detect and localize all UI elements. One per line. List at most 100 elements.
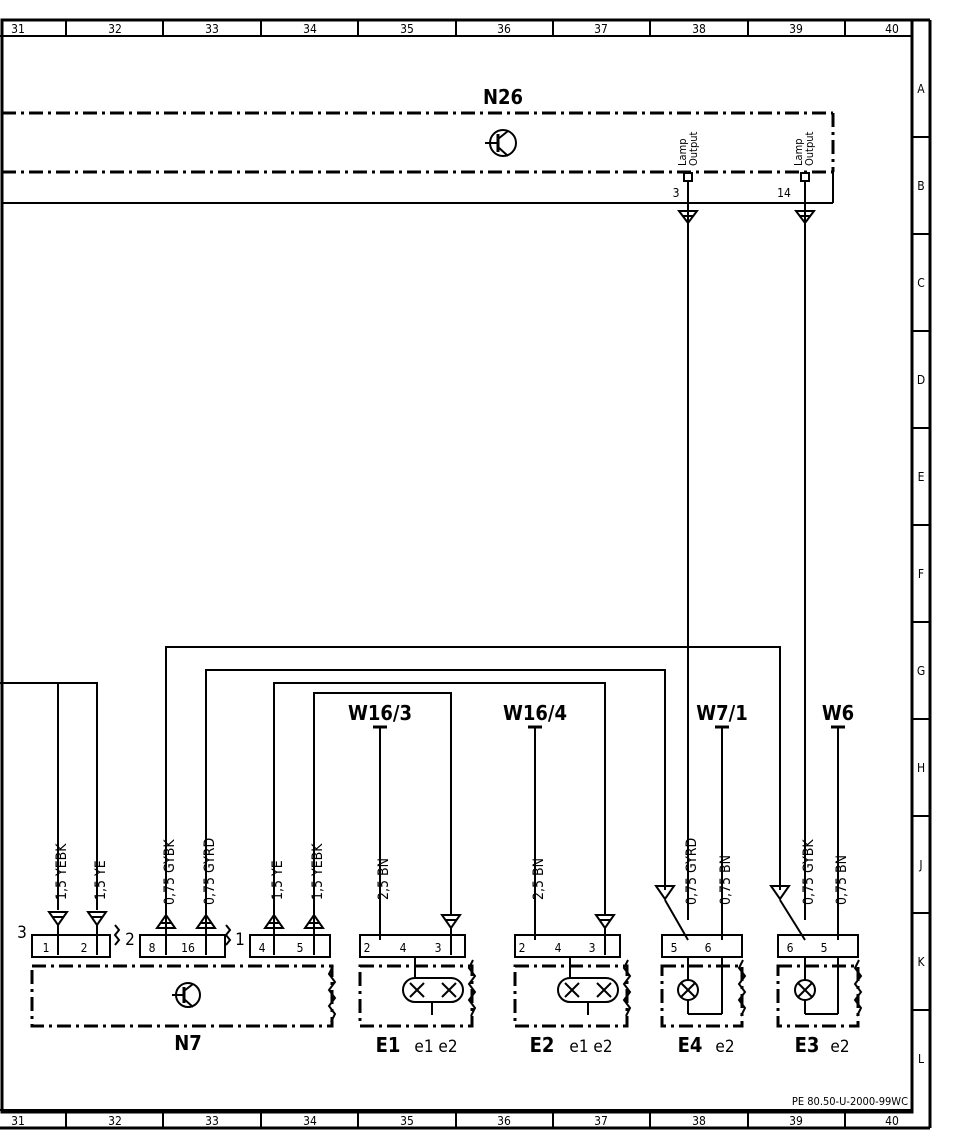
n26-output2-label: Output — [803, 132, 816, 166]
e4-pin: 5 — [671, 941, 678, 955]
wire-label: 0,75 GYBK — [801, 839, 817, 905]
row-label: L — [918, 1052, 924, 1066]
n7-pin: 5 — [297, 941, 304, 955]
document-id: PE 80.50-U-2000-99WC — [792, 1095, 908, 1108]
col-label: 40 — [885, 1114, 899, 1128]
row-label: K — [917, 955, 925, 969]
e1-label: E1 — [376, 1033, 401, 1057]
n7-connector-label: 3 — [17, 923, 27, 943]
n26-label: N26 — [483, 85, 523, 109]
row-label: F — [918, 567, 924, 581]
col-label: 31 — [11, 1114, 25, 1128]
col-label: 34 — [303, 1114, 317, 1128]
e4-lamp: 5 6 E4 e2 — [660, 934, 747, 1057]
e1-headlamp: 2 4 3 E1 e1 e2 — [358, 934, 477, 1057]
wire-labels: 1,5 YEBK 1,5 YE 0,75 GYBK 0,75 GYRD 1,5 … — [54, 838, 850, 905]
n7-module: 3 2 1 1 2 8 16 4 5 N7 — [17, 923, 337, 1055]
wire-label: 0,75 BN — [718, 855, 734, 905]
col-label: 38 — [692, 1114, 706, 1128]
col-label: 38 — [692, 22, 706, 36]
e2-sub: e1 e2 — [569, 1037, 612, 1057]
ground-label: W16/3 — [348, 701, 412, 725]
column-labels-bottom: 31 32 33 34 35 36 37 38 39 40 — [11, 1114, 899, 1128]
e4-label: E4 — [678, 1033, 703, 1057]
n26-pin: 3 — [673, 186, 680, 200]
wire-label: 0,75 BN — [834, 855, 850, 905]
e3-sub: e2 — [830, 1037, 849, 1057]
col-label: 35 — [400, 1114, 414, 1128]
row-label: C — [917, 276, 925, 290]
column-labels-top: 31 32 33 34 35 36 37 38 39 40 — [11, 22, 899, 36]
col-label: 34 — [303, 22, 317, 36]
n26-output1-label: Lamp — [676, 139, 689, 167]
row-dividers — [912, 136, 930, 1011]
n7-connector-label: 2 — [125, 930, 135, 950]
wire-label: 1,5 YE — [93, 860, 109, 900]
e4-sub: e2 — [715, 1037, 734, 1057]
e3-pin: 5 — [821, 941, 828, 955]
n26-output2-label: Lamp — [792, 139, 805, 167]
lamp-icon — [557, 977, 619, 1003]
e3-lamp: 6 5 E3 e2 — [776, 934, 863, 1057]
wire-label: 1,5 YEBK — [54, 843, 70, 900]
n7-pin: 4 — [259, 941, 266, 955]
e3-pin: 6 — [787, 941, 794, 955]
n7-pin: 1 — [43, 941, 50, 955]
n7-pin: 16 — [181, 941, 195, 955]
wire-label: 2,5 BN — [376, 858, 392, 900]
n7-label: N7 — [174, 1031, 202, 1055]
e2-pin: 3 — [589, 941, 596, 955]
transistor-icon — [485, 129, 517, 157]
row-label: B — [917, 179, 924, 193]
ground-label: W16/4 — [503, 701, 567, 725]
n7-pin: 2 — [81, 941, 88, 955]
col-label: 31 — [11, 22, 25, 36]
ground-label: W6 — [822, 701, 854, 725]
ground-points: W16/3 W16/4 W7/1 W6 — [348, 701, 854, 729]
e1-pin: 4 — [400, 941, 407, 955]
wire-label: 0,75 GYRD — [202, 838, 218, 905]
col-label: 32 — [108, 1114, 122, 1128]
n26-module: N26 Lamp Output 3 Lamp Output 14 — [2, 85, 835, 204]
wire-label: 1,5 YE — [270, 860, 286, 900]
row-label: A — [917, 82, 925, 96]
n26-pin: 14 — [777, 186, 791, 200]
e2-label: E2 — [530, 1033, 555, 1057]
row-label: H — [917, 761, 925, 775]
e1-pin: 3 — [435, 941, 442, 955]
e2-headlamp: 2 4 3 E2 e1 e2 — [513, 934, 632, 1057]
wire-label: 1,5 YEBK — [310, 843, 326, 900]
transistor-icon — [172, 982, 201, 1008]
n7-pin: 8 — [149, 941, 156, 955]
frame-border — [0, 18, 914, 1114]
wire-label: 2,5 BN — [531, 858, 547, 900]
col-label: 35 — [400, 22, 414, 36]
n7-connector-label: 1 — [235, 930, 245, 950]
lamp-icon — [402, 977, 464, 1003]
col-label: 40 — [885, 22, 899, 36]
wires — [0, 181, 839, 941]
col-label: 33 — [205, 22, 219, 36]
e1-pin: 2 — [364, 941, 371, 955]
e3-label: E3 — [795, 1033, 820, 1057]
row-labels: A B C D E F G H J K L — [917, 82, 926, 1066]
bulb-icon — [794, 979, 816, 1001]
col-label: 37 — [594, 1114, 608, 1128]
ground-label: W7/1 — [696, 701, 747, 725]
col-label: 39 — [789, 1114, 803, 1128]
row-label: D — [917, 373, 925, 387]
col-label: 36 — [497, 1114, 511, 1128]
col-label: 32 — [108, 22, 122, 36]
col-label: 36 — [497, 22, 511, 36]
col-label: 37 — [594, 22, 608, 36]
column-dividers — [65, 20, 846, 1128]
wire-label: 0,75 GYBK — [162, 839, 178, 905]
row-label: E — [918, 470, 925, 484]
bulb-icon — [677, 979, 699, 1001]
wire-label: 0,75 GYRD — [684, 838, 700, 905]
col-label: 33 — [205, 1114, 219, 1128]
row-label: J — [918, 858, 922, 872]
e4-pin: 6 — [705, 941, 712, 955]
e2-pin: 4 — [555, 941, 562, 955]
